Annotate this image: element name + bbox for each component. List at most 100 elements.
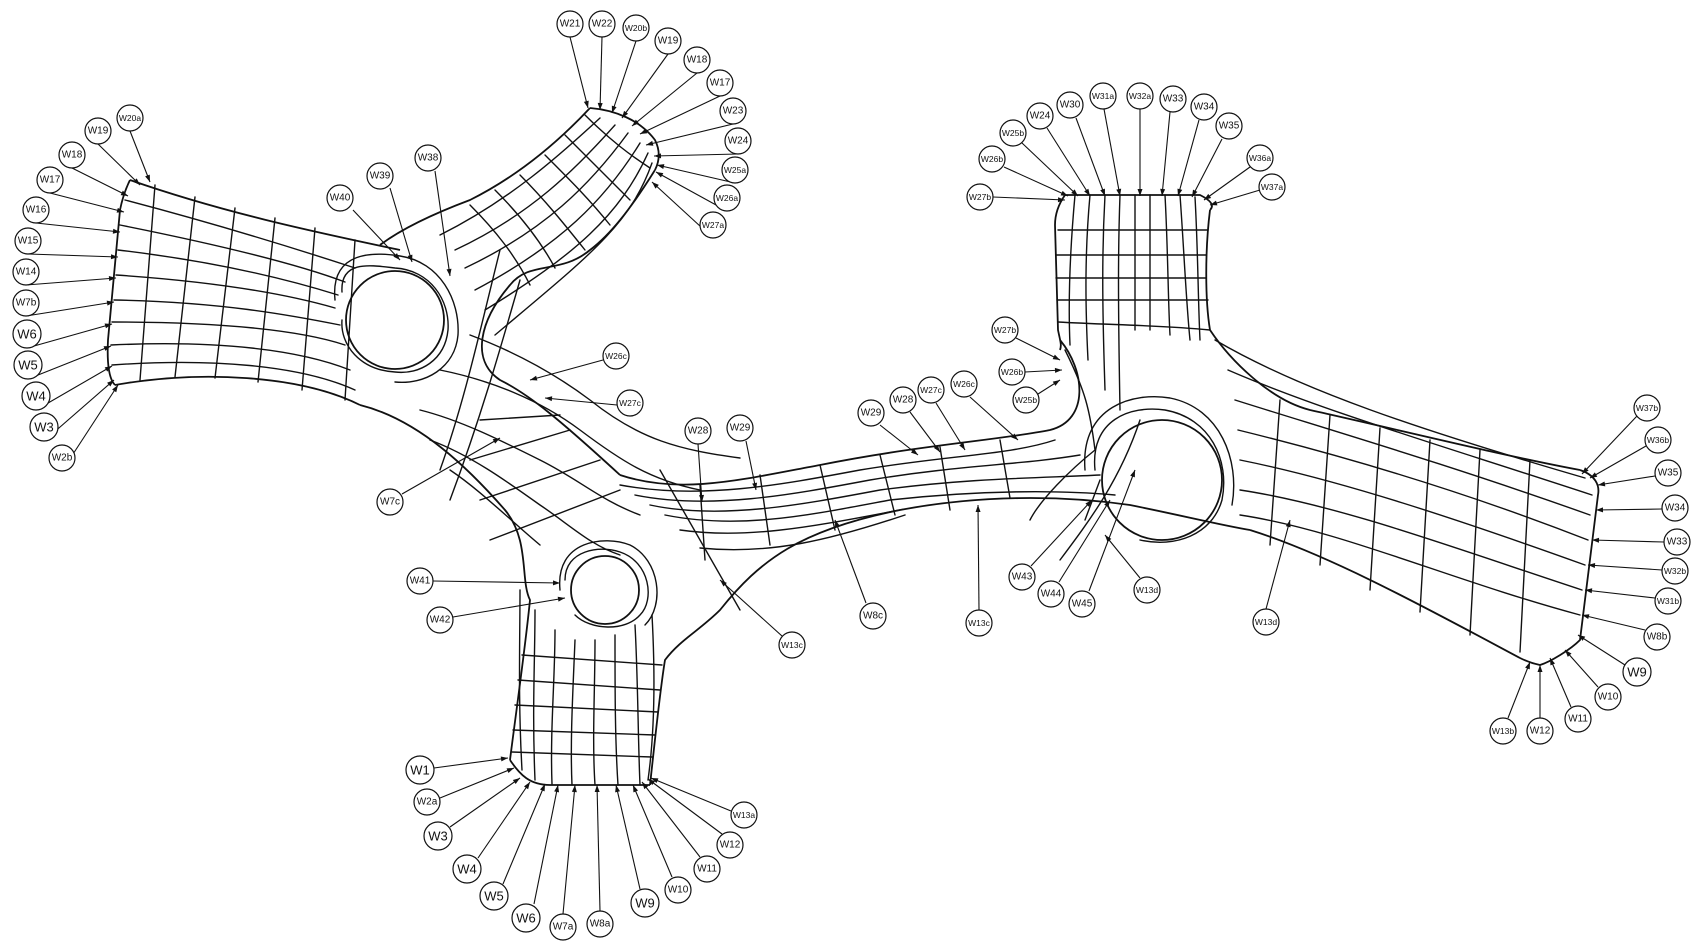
label-W29b: W29 — [857, 399, 885, 427]
leader-line — [611, 40, 637, 114]
label-W36a: W36a — [1246, 144, 1274, 172]
leader-line — [1177, 119, 1200, 197]
svg-text:W11: W11 — [1568, 714, 1588, 725]
leader-line — [1591, 539, 1665, 543]
leader-arrowhead — [648, 779, 656, 786]
svg-text:W25b: W25b — [1002, 128, 1024, 138]
leader-line — [599, 36, 603, 111]
label-W25a: W25a — [721, 156, 749, 184]
leader-arrowhead — [752, 482, 758, 490]
leader-arrowhead — [1210, 200, 1218, 206]
label-W8a: W8a — [586, 910, 614, 938]
label-W5: W5 — [13, 350, 43, 380]
leader-arrowhead — [1052, 380, 1060, 386]
svg-text:W24: W24 — [728, 136, 749, 147]
label-W44: W44 — [1037, 580, 1065, 608]
svg-text:W36b: W36b — [1647, 435, 1669, 445]
leader-arrowhead — [393, 253, 400, 260]
leader-line — [529, 359, 604, 381]
label-W20a: W20a — [116, 104, 144, 132]
leader-line — [653, 153, 739, 157]
svg-text:W37b: W37b — [1636, 403, 1658, 413]
leader-arrowhead — [552, 580, 560, 586]
label-W35b: W35 — [1654, 459, 1682, 487]
svg-text:W8a: W8a — [590, 919, 611, 930]
leader-line — [615, 784, 641, 890]
label-W33: W33 — [1159, 85, 1187, 113]
svg-text:W32b: W32b — [1664, 566, 1686, 576]
leader-arrowhead — [530, 375, 538, 381]
label-W5b: W5 — [479, 881, 509, 911]
leader-line — [1595, 508, 1663, 511]
label-W45: W45 — [1068, 590, 1096, 618]
label-W11c: W11 — [1564, 705, 1592, 733]
leader-arrowhead — [1285, 520, 1291, 528]
label-W2a: W2a — [413, 788, 441, 816]
svg-text:W22: W22 — [592, 19, 613, 30]
svg-text:W27c: W27c — [920, 385, 942, 395]
leader-arrowhead — [145, 174, 150, 182]
leader-line — [1549, 657, 1572, 708]
label-W18: W18 — [683, 46, 711, 74]
leader-arrowhead — [112, 385, 118, 393]
svg-text:W34: W34 — [1665, 503, 1686, 514]
leader-line — [1021, 142, 1079, 197]
leader-line — [439, 767, 515, 799]
leader-line — [449, 777, 521, 828]
leader-arrowhead — [654, 153, 662, 159]
label-W26b: W26b — [978, 145, 1006, 173]
membrane-outline — [106, 107, 1600, 786]
label-W10c: W10 — [1594, 683, 1622, 711]
leader-line — [1589, 445, 1647, 479]
svg-text:W27c: W27c — [619, 398, 641, 408]
label-W27b: W27b — [966, 183, 994, 211]
svg-text:W6: W6 — [516, 911, 536, 926]
label-W17: W17 — [706, 69, 734, 97]
svg-text:W10: W10 — [1598, 692, 1619, 703]
leader-line — [562, 784, 576, 915]
leader-line — [27, 345, 112, 380]
leader-arrowhead — [1052, 354, 1060, 360]
leader-arrowhead — [116, 207, 124, 213]
leader-line — [477, 781, 531, 859]
leader-line — [452, 597, 566, 618]
leader-arrowhead — [108, 276, 116, 282]
label-W22: W22 — [588, 10, 616, 38]
svg-text:W19: W19 — [658, 36, 679, 47]
svg-text:W44: W44 — [1041, 589, 1062, 600]
svg-text:W34: W34 — [1194, 102, 1215, 113]
leader-arrowhead — [1137, 189, 1143, 196]
label-W4b: W4 — [452, 854, 482, 884]
leader-line — [632, 784, 673, 878]
label-W25b: W25b — [999, 119, 1027, 147]
leader-line — [1209, 189, 1261, 206]
svg-text:W42: W42 — [430, 615, 451, 626]
leader-line — [879, 424, 919, 456]
label-W19b: W19 — [84, 117, 112, 145]
leader-arrowhead — [554, 785, 560, 793]
leader-line — [596, 784, 601, 912]
svg-text:W10: W10 — [668, 885, 689, 896]
leader-arrowhead — [1590, 472, 1598, 478]
svg-text:W26b: W26b — [1001, 367, 1023, 377]
leader-line — [25, 301, 115, 317]
leader-arrowhead — [640, 128, 648, 134]
leader-line — [502, 783, 546, 885]
label-W3: W3 — [29, 412, 59, 442]
svg-text:W39: W39 — [370, 171, 391, 182]
label-W28: W28 — [684, 417, 712, 445]
leader-line — [1161, 111, 1171, 197]
leader-line — [641, 781, 701, 858]
label-W32a: W32a — [1126, 82, 1154, 110]
leader-arrowhead — [500, 756, 508, 762]
label-W6b: W6 — [511, 903, 541, 933]
leader-arrowhead — [646, 140, 654, 146]
leader-line — [1584, 589, 1656, 599]
leader-line — [401, 437, 501, 495]
leader-arrowhead — [632, 119, 640, 126]
leader-line — [935, 402, 966, 451]
leader-line — [1046, 127, 1091, 197]
svg-text:W13d: W13d — [1136, 585, 1158, 595]
svg-text:W17: W17 — [40, 175, 61, 186]
